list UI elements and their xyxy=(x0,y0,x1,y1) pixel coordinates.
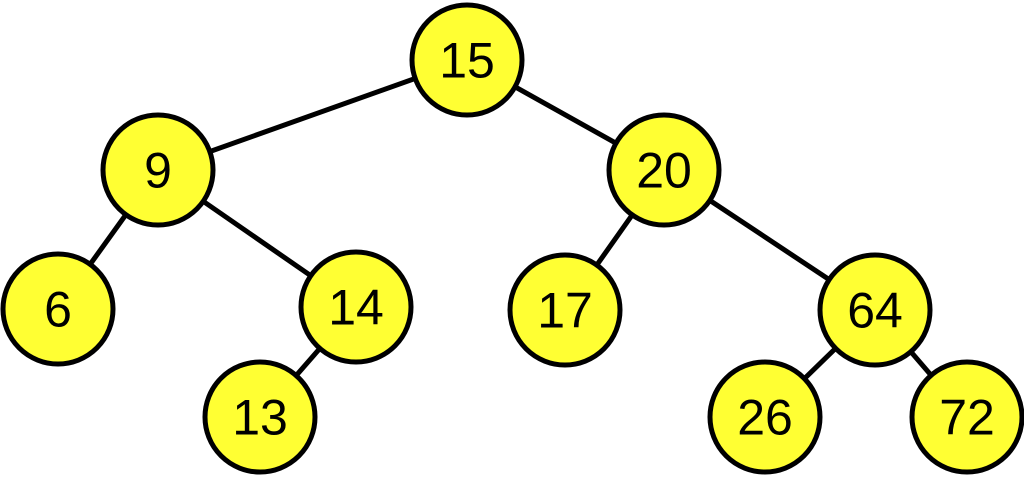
tree-node-label: 13 xyxy=(232,390,288,446)
tree-node-circle xyxy=(409,2,525,118)
tree-node-circle xyxy=(606,112,722,228)
tree-node-circle xyxy=(100,112,216,228)
tree-node-64: 64 xyxy=(817,252,933,368)
tree-node-label: 26 xyxy=(737,390,793,446)
tree-node-circle xyxy=(909,359,1024,475)
tree-node-circle xyxy=(202,359,318,475)
tree-node-9: 9 xyxy=(100,112,216,228)
tree-node-circle xyxy=(0,251,116,367)
tree-node-label: 14 xyxy=(328,280,384,336)
tree-node-72: 72 xyxy=(909,359,1024,475)
tree-node-circle xyxy=(817,252,933,368)
tree-node-label: 72 xyxy=(939,390,995,446)
tree-node-13: 13 xyxy=(202,359,318,475)
tree-node-20: 20 xyxy=(606,112,722,228)
tree-node-17: 17 xyxy=(507,252,623,368)
tree-node-15: 15 xyxy=(409,2,525,118)
tree-node-circle xyxy=(298,249,414,365)
tree-node-label: 64 xyxy=(847,283,903,339)
tree-edges-layer xyxy=(55,57,969,419)
tree-node-14: 14 xyxy=(298,249,414,365)
tree-node-circle xyxy=(707,359,823,475)
tree-node-label: 20 xyxy=(636,143,692,199)
tree-node-circle xyxy=(507,252,623,368)
tree-node-label: 15 xyxy=(439,33,495,89)
tree-node-label: 9 xyxy=(144,143,172,199)
tree-node-label: 17 xyxy=(537,283,593,339)
tree-node-6: 6 xyxy=(0,251,116,367)
tree-node-26: 26 xyxy=(707,359,823,475)
tree-node-label: 6 xyxy=(44,282,72,338)
